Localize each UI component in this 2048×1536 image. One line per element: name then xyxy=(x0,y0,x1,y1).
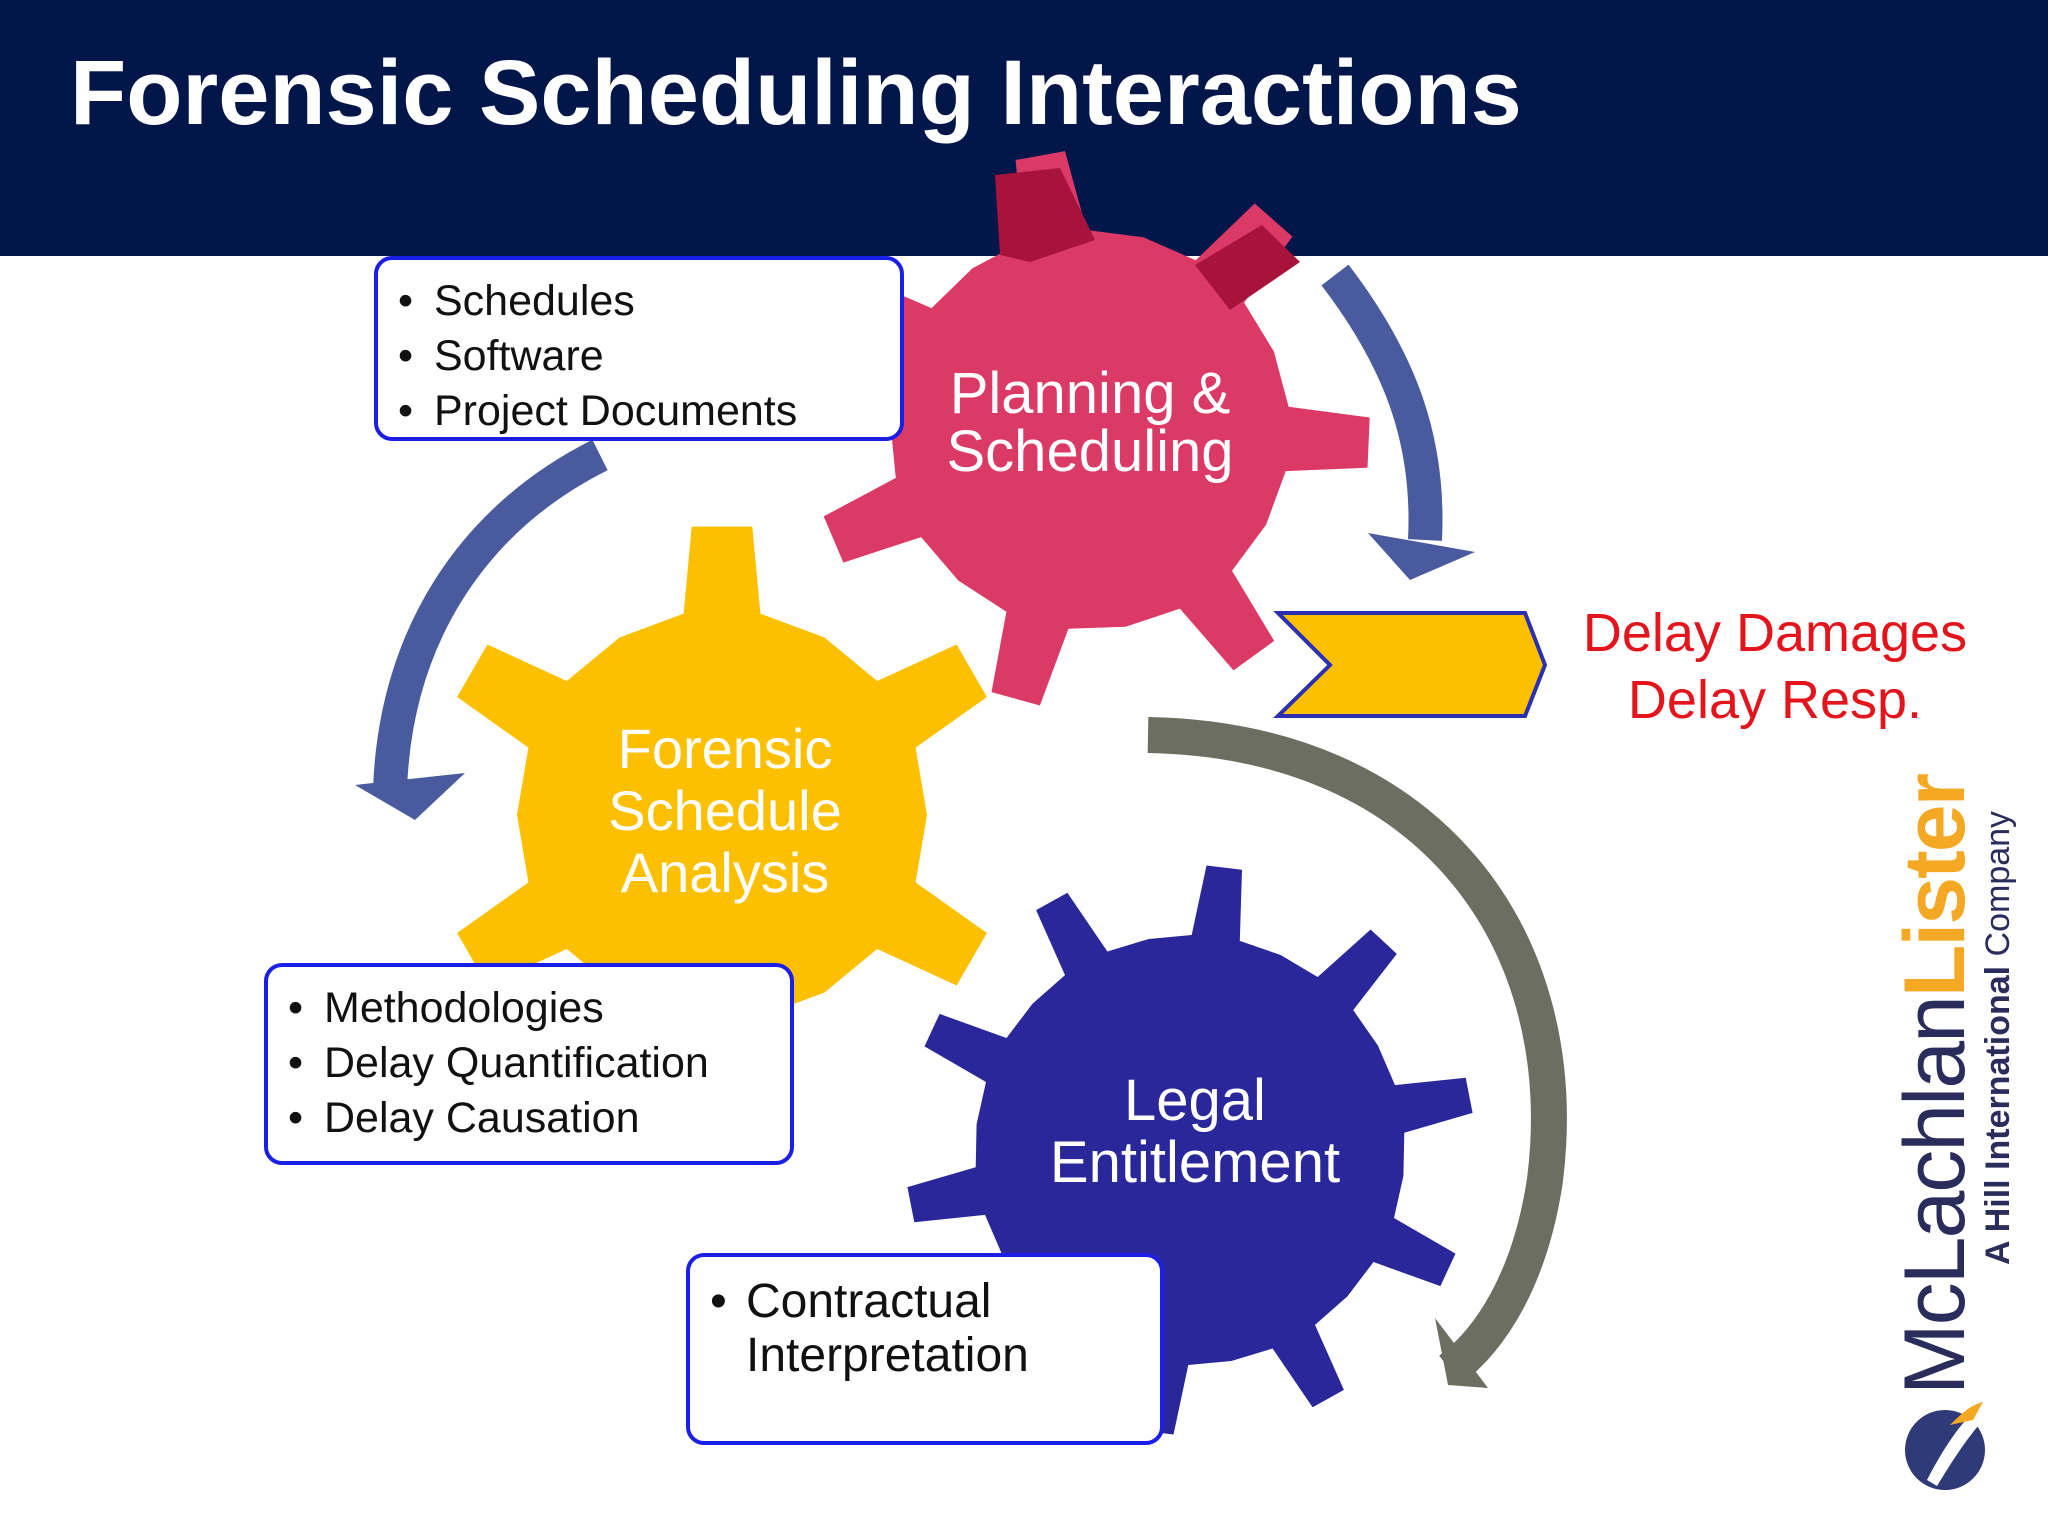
outcome-line1: Delay Damages xyxy=(1582,603,1968,663)
inputs-box: SchedulesSoftwareProject Documents xyxy=(374,256,904,441)
inputs-item: Project Documents xyxy=(390,384,900,439)
forensic-label-line1: Forensic xyxy=(617,717,833,780)
curved-arrow-gray xyxy=(1147,717,1567,1388)
logo-tagline: A Hill International Company xyxy=(1979,775,2017,1265)
legal-label-line2: Entitlement xyxy=(1049,1130,1341,1195)
planning-gear-label: Planning & Scheduling xyxy=(940,365,1240,481)
logo-mark xyxy=(1905,1402,1985,1490)
contract-line1: Contractual xyxy=(746,1275,992,1328)
forensic-label-line2: Schedule xyxy=(608,779,842,842)
outcome-chevron xyxy=(1273,611,1548,718)
planning-label-line1: Planning & xyxy=(949,361,1231,426)
legal-gear-label: Legal Entitlement xyxy=(1030,1070,1360,1194)
forensic-gear xyxy=(457,526,987,1104)
methods-item: Delay Causation xyxy=(280,1091,790,1146)
logo-tagline-rest: Company xyxy=(1979,810,2017,966)
legal-label-line1: Legal xyxy=(1124,1068,1266,1133)
logo-name-part2: Lister xyxy=(1887,774,1983,998)
methods-item: Delay Quantification xyxy=(280,1036,790,1091)
logo-tagline-bold: A Hill International xyxy=(1979,965,2017,1265)
curved-arrow-right xyxy=(1321,264,1475,580)
contract-list: Contractual Interpretation xyxy=(702,1275,1160,1383)
methods-list: MethodologiesDelay QuantificationDelay C… xyxy=(280,981,790,1146)
forensic-label-line3: Analysis xyxy=(620,841,830,904)
inputs-list: SchedulesSoftwareProject Documents xyxy=(390,274,900,439)
inputs-item: Software xyxy=(390,329,900,384)
contract-box: Contractual Interpretation xyxy=(686,1253,1164,1445)
inputs-item: Schedules xyxy=(390,274,900,329)
outcome-text: Delay Damages Delay Resp. xyxy=(1560,600,1990,734)
outcome-line2: Delay Resp. xyxy=(1627,670,1923,730)
logo-name: McLachlanLister xyxy=(1887,774,1983,1395)
company-logo: McLachlanLister A Hill International Com… xyxy=(1887,774,2017,1395)
contract-line2: Interpretation xyxy=(746,1329,1029,1382)
logo-name-part1: McLachlan xyxy=(1887,997,1983,1395)
forensic-gear-label: Forensic Schedule Analysis xyxy=(575,718,875,904)
contract-item: Contractual Interpretation xyxy=(702,1275,1160,1383)
slide-title: Forensic Scheduling Interactions xyxy=(70,42,1522,144)
methods-box: MethodologiesDelay QuantificationDelay C… xyxy=(264,963,794,1165)
curved-arrow-left xyxy=(355,439,608,820)
methods-item: Methodologies xyxy=(280,981,790,1036)
planning-label-line2: Scheduling xyxy=(946,419,1234,484)
